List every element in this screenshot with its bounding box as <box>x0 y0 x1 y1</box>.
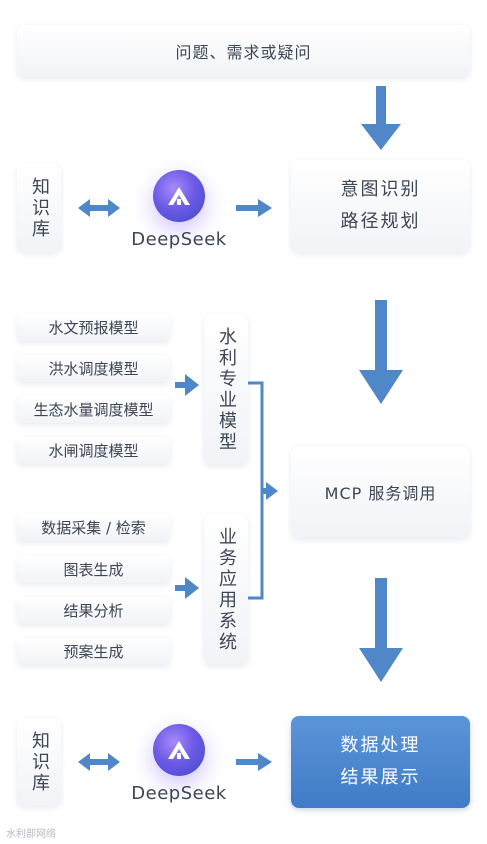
result-line1: 数据处理 <box>340 735 421 756</box>
model-item-2: 生态水量调度模型 <box>17 396 170 423</box>
double-arrow-top <box>78 199 120 217</box>
systems-group-label: 业务应用系统 <box>216 526 237 653</box>
mcp-service-box: MCP 服务调用 <box>291 446 470 538</box>
model-item-label: 水闸调度模型 <box>48 442 139 460</box>
model-item-label: 生态水量调度模型 <box>33 401 154 419</box>
arrow-down-1 <box>361 86 401 150</box>
intent-box: 意图识别 路径规划 <box>291 160 470 252</box>
bracket-connector <box>248 381 278 600</box>
system-item-label: 预案生成 <box>63 643 124 661</box>
mcp-service-label: MCP 服务调用 <box>324 484 437 503</box>
deepseek-label-top: DeepSeek <box>131 229 227 250</box>
system-item-1: 图表生成 <box>17 556 170 583</box>
system-item-3: 预案生成 <box>17 638 170 665</box>
question-box: 问题、需求或疑问 <box>17 25 470 77</box>
watermark: 水利部网络 <box>6 829 56 840</box>
system-item-0: 数据采集 / 检索 <box>17 514 170 541</box>
arrow-down-3 <box>359 578 403 682</box>
result-display-box: 数据处理 结果展示 <box>291 716 470 808</box>
result-line2: 结果展示 <box>340 767 421 788</box>
model-item-3: 水闸调度模型 <box>17 437 170 464</box>
models-group-label: 水利专业模型 <box>216 326 237 453</box>
arrow-right-systems <box>175 577 199 599</box>
system-item-2: 结果分析 <box>17 597 170 624</box>
arrow-right-bottom <box>236 753 272 771</box>
arrow-down-2 <box>359 300 403 404</box>
system-item-label: 图表生成 <box>63 561 124 579</box>
knowledge-base-box-bottom: 知识库 <box>17 718 61 806</box>
model-item-1: 洪水调度模型 <box>17 355 170 382</box>
deepseek-label-bottom: DeepSeek <box>131 783 227 804</box>
knowledge-base-box-top: 知识库 <box>17 164 61 252</box>
models-group-box: 水利专业模型 <box>204 314 248 465</box>
knowledge-base-label-top: 知识库 <box>29 176 50 240</box>
model-item-0: 水文预报模型 <box>17 314 170 341</box>
system-item-label: 结果分析 <box>63 602 124 620</box>
deepseek-logo-icon-top <box>153 170 205 222</box>
system-item-label: 数据采集 / 检索 <box>41 519 146 537</box>
double-arrow-bottom <box>78 753 120 771</box>
knowledge-base-label-bottom: 知识库 <box>29 730 50 794</box>
model-item-label: 水文预报模型 <box>48 319 139 337</box>
systems-group-box: 业务应用系统 <box>204 514 248 665</box>
arrow-right-models <box>175 374 199 396</box>
arrow-right-top <box>236 199 272 217</box>
intent-line1: 意图识别 <box>340 179 421 200</box>
deepseek-logo-icon-bottom <box>153 724 205 776</box>
intent-line2: 路径规划 <box>340 211 421 232</box>
question-text: 问题、需求或疑问 <box>175 43 312 62</box>
model-item-label: 洪水调度模型 <box>48 360 139 378</box>
